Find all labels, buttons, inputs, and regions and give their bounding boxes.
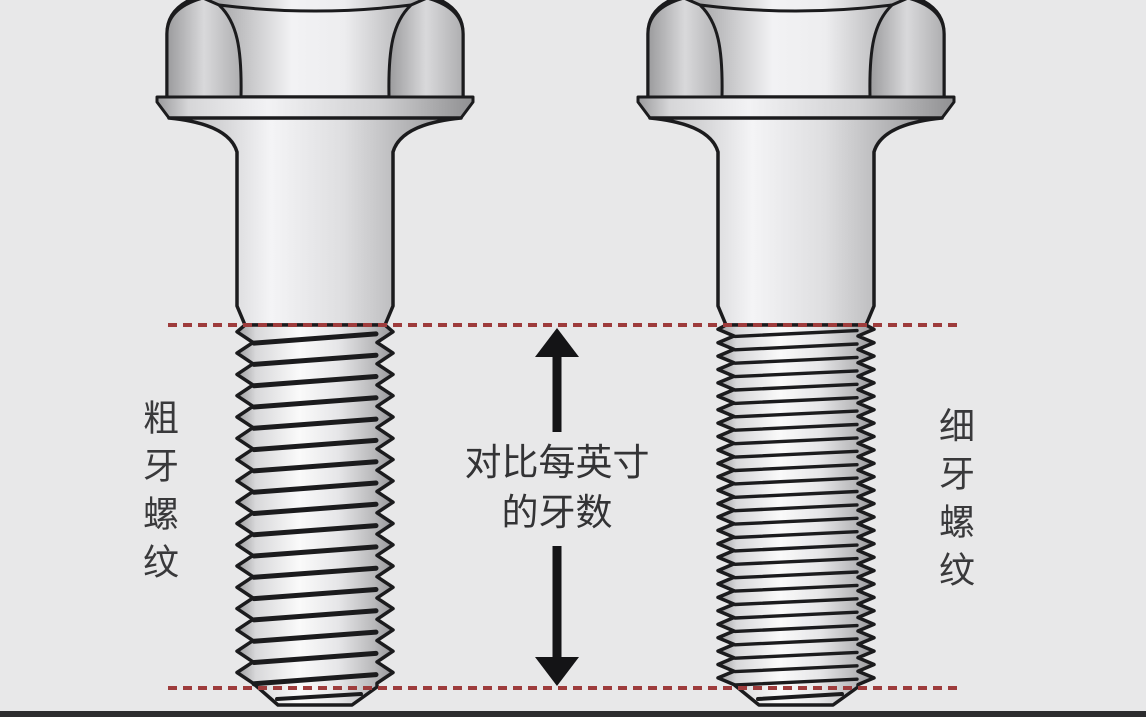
thread-groove <box>733 530 859 540</box>
threaded-section <box>716 323 876 707</box>
thread-groove <box>733 382 859 392</box>
thread-groove <box>733 597 859 607</box>
thread-groove <box>251 565 379 580</box>
thread-groove <box>733 570 859 580</box>
shank <box>648 116 944 327</box>
thread-groove <box>251 523 379 538</box>
thread-groove <box>733 637 859 647</box>
thread-groove <box>251 608 379 623</box>
thread-groove <box>733 543 859 553</box>
head-flange <box>636 95 956 120</box>
thread-groove <box>251 374 379 389</box>
thread-groove <box>251 650 379 665</box>
head-chamfer-edge <box>218 3 412 13</box>
thread-groove <box>251 587 379 602</box>
thread-groove <box>251 501 379 516</box>
thread-groove <box>733 476 859 486</box>
thread-groove <box>251 459 379 474</box>
head-flange <box>155 95 475 120</box>
thread-groove <box>251 480 379 495</box>
thread-groove <box>733 342 859 352</box>
caption-line-1: 对比每英寸 <box>464 442 650 483</box>
caption-line-2: 的牙数 <box>501 491 613 533</box>
thread-groove <box>733 422 859 432</box>
thread-groove <box>251 331 379 346</box>
thread-groove <box>733 463 859 473</box>
thread-groove <box>251 672 379 687</box>
thread-groove <box>733 650 859 660</box>
thread-groove <box>733 355 859 365</box>
thread-groove <box>733 449 859 459</box>
fine-thread-bolt <box>636 0 956 707</box>
coarse-thread-bolt <box>155 0 475 707</box>
thread-groove <box>733 409 859 419</box>
bolts-layer <box>155 0 956 707</box>
thread-groove <box>733 369 859 379</box>
tip-groove <box>756 692 844 701</box>
thread-groove <box>251 629 379 644</box>
thread-groove <box>733 677 859 687</box>
fine-thread-label: 细牙螺纹 <box>934 407 975 599</box>
thread-region-guide-lines <box>168 323 958 690</box>
head-chamfer-edge <box>699 3 893 13</box>
thread-groove <box>733 610 859 620</box>
arrow-head-down <box>535 657 579 686</box>
thread-groove <box>733 436 859 446</box>
thread-groove <box>733 583 859 593</box>
thread-groove <box>733 328 859 339</box>
thread-groove <box>251 395 379 410</box>
thread-groove <box>733 396 859 406</box>
bottom-bar <box>0 711 1146 717</box>
thread-groove <box>733 664 859 674</box>
thread-groove <box>733 503 859 513</box>
thread-groove <box>251 544 379 559</box>
thread-groove <box>733 516 859 526</box>
threads-per-inch-caption: 对比每英寸 的牙数 <box>452 432 662 546</box>
thread-groove <box>251 352 379 367</box>
thread-groove <box>251 416 379 431</box>
thread-groove <box>733 623 859 634</box>
shank <box>167 116 463 327</box>
arrow-head-up <box>535 328 579 357</box>
thread-groove <box>251 437 379 453</box>
thread-groove <box>733 489 859 499</box>
tip-groove <box>275 692 363 701</box>
coarse-thread-label: 粗牙螺纹 <box>138 399 179 591</box>
thread-groove <box>733 556 859 566</box>
